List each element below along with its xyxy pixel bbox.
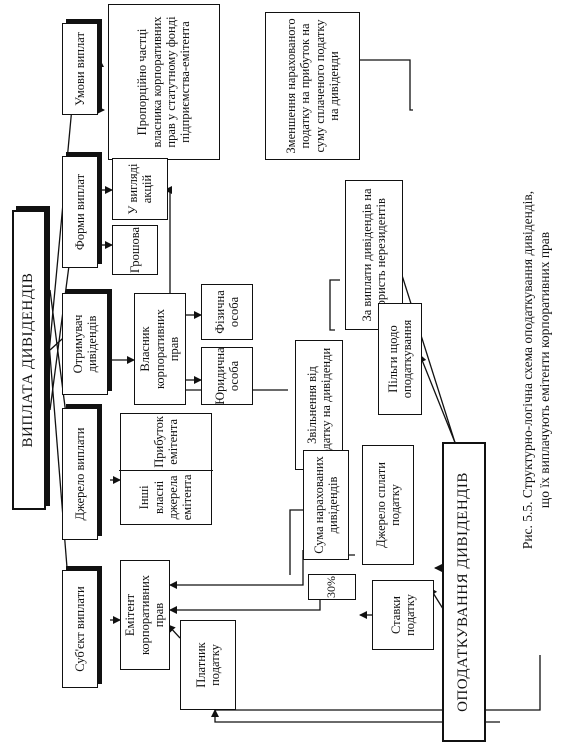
node-umovy: Умови виплат [62,23,98,115]
node-suma: Сума нарахованих дивідендів [303,450,349,560]
node-fizychna: Фізична особа [201,284,253,340]
node-hroshova: Грошова [112,225,158,275]
arrow-to-dzherelo [49,289,72,431]
node-dzherelo-children: Інші власні джерела емітента Прибуток ем… [119,413,213,525]
node-dzherelo-splaty: Джерело сплати податку [362,445,414,565]
node-opodatkuvannia: ОПОДАТКУВАННЯ ДИВІДЕНДІВ [442,442,486,742]
node-vlasnyk: Власник корпоративних прав [134,293,186,405]
node-inshi: Інші власні джерела емітента [119,469,213,524]
node-pilhy: Пільги щодо оподаткування [378,303,422,415]
node-stavky: Ставки податку [372,580,434,650]
node-otrymuvach: Отримувач дивідендів [62,293,108,395]
caption-line-2: що їх виплачують емітенти корпоративних … [536,231,552,509]
node-vyplata: ВИПЛАТА ДИВІДЕНДІВ [12,210,46,510]
node-zmenshennia: Зменшення нарахованого податку на прибут… [265,12,360,160]
figure-caption: Рис. 5.5. Структурно-логічна схема опода… [520,110,554,630]
node-dzherelo-vyplaty: Джерело виплати [62,408,98,540]
node-akcii: У вигляді акцій [112,158,168,220]
caption-line-1: Рис. 5.5. Структурно-логічна схема опода… [520,190,535,550]
node-platnyk: Платник податку [180,620,236,710]
node-prybutok: Прибуток емітента [151,416,180,468]
node-formy: Форми виплат [62,156,98,268]
node-emitent: Емітент корпоративних прав [120,560,170,670]
node-yurydychna: Юридична особа [201,347,253,405]
node-subiekt: Суб'єкт виплати [62,570,98,688]
node-percent: 30% [308,574,356,600]
node-proportsiyno: Пропорційно частці власника корпоративни… [108,4,220,160]
